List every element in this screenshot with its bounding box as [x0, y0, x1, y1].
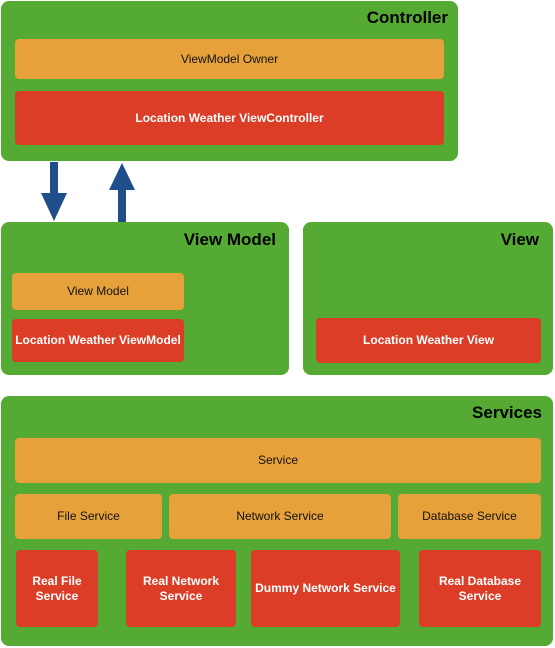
real-file-service-box: Real File Service: [16, 550, 98, 627]
down-arrow-icon: [41, 162, 67, 221]
viewmodel-owner-box: ViewModel Owner: [15, 39, 444, 79]
location-weather-view-box: Location Weather View: [316, 318, 541, 363]
services-title: Services: [472, 403, 542, 422]
viewmodel-group: View Model View Model Location Weather V…: [1, 222, 289, 375]
controller-title: Controller: [366, 8, 448, 27]
service-box: Service: [15, 438, 541, 483]
file-service-box: File Service: [15, 494, 162, 539]
up-arrow-icon: [109, 163, 135, 222]
view-title: View: [500, 230, 539, 249]
location-weather-viewcontroller-box: Location Weather ViewController: [15, 91, 444, 145]
location-weather-viewmodel-box: Location Weather ViewModel: [12, 319, 184, 362]
view-group: View Location Weather View: [303, 222, 553, 375]
controller-group: Controller ViewModel Owner Location Weat…: [1, 1, 458, 161]
dummy-network-service-box: Dummy Network Service: [251, 550, 400, 627]
network-service-box: Network Service: [169, 494, 391, 539]
services-group: Services Service File Service Network Se…: [1, 396, 553, 646]
viewmodel-title: View Model: [183, 230, 276, 249]
database-service-box: Database Service: [398, 494, 541, 539]
view-model-box: View Model: [12, 273, 184, 310]
real-database-service-box: Real Database Service: [419, 550, 541, 627]
real-network-service-box: Real Network Service: [126, 550, 236, 627]
